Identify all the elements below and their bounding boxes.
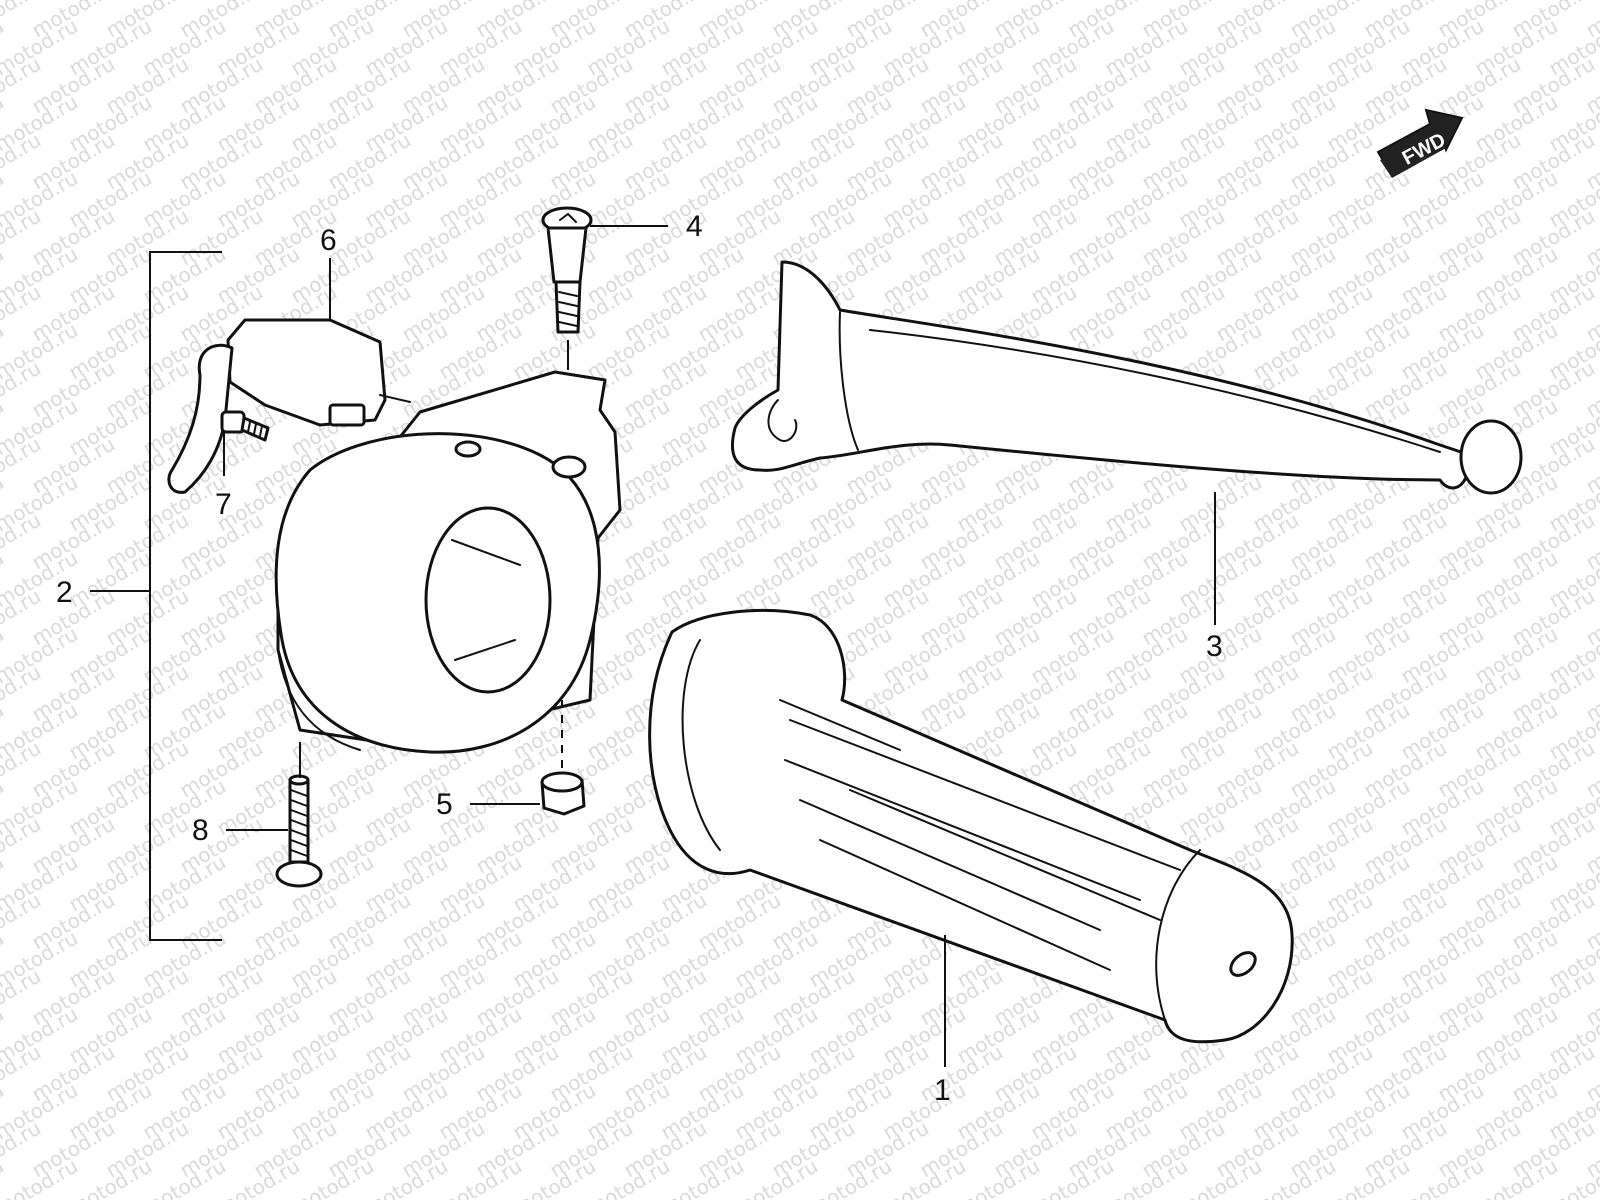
switch-housing bbox=[274, 370, 622, 754]
assembly-bracket bbox=[90, 251, 222, 941]
leader-lines bbox=[223, 225, 1216, 1067]
callout-3: 3 bbox=[1206, 630, 1223, 663]
callout-7: 7 bbox=[215, 488, 232, 521]
lever-nut bbox=[540, 771, 586, 816]
callout-6: 6 bbox=[320, 224, 337, 257]
clutch-lever bbox=[730, 260, 1523, 495]
pivot-bolt bbox=[541, 206, 593, 334]
clutch-switch bbox=[167, 318, 411, 494]
callout-8: 8 bbox=[192, 814, 209, 847]
callout-1: 1 bbox=[934, 1074, 951, 1107]
callout-2: 2 bbox=[56, 576, 73, 609]
handlebar-grip bbox=[648, 608, 1294, 1044]
callout-4: 4 bbox=[686, 210, 703, 243]
screw-8 bbox=[275, 774, 323, 888]
screw-7 bbox=[220, 410, 270, 442]
callout-5: 5 bbox=[436, 788, 453, 821]
